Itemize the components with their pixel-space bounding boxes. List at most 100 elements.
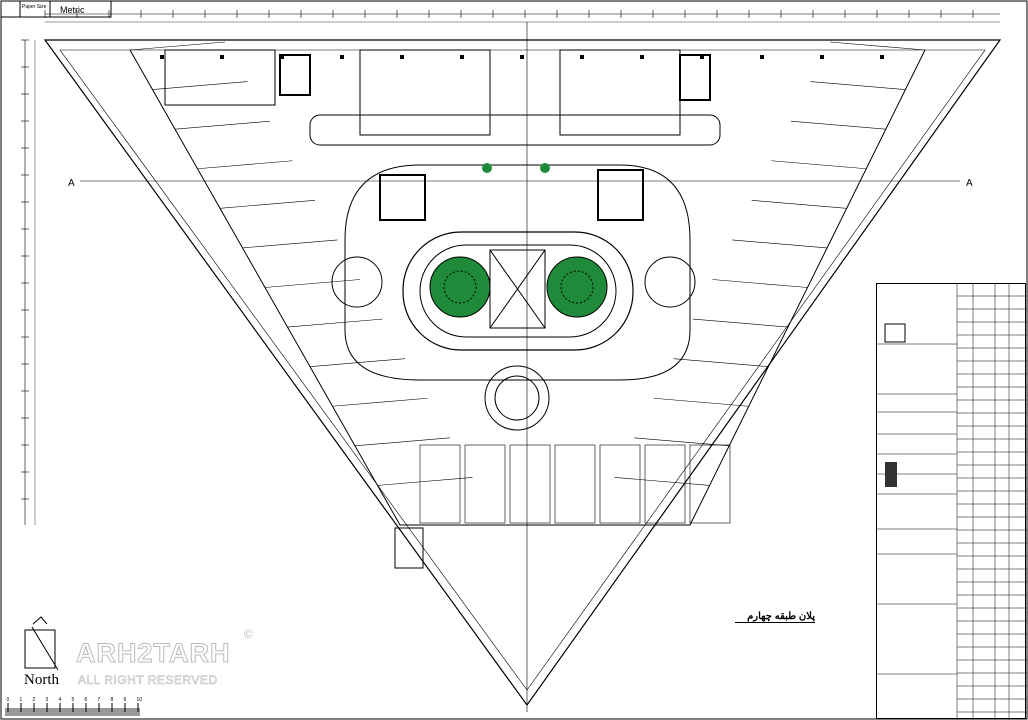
round-lobby-left: [331, 256, 383, 308]
shop-unit: [599, 444, 641, 524]
north-arrow-box: [24, 629, 56, 669]
partition-wall: [197, 160, 293, 170]
partition-wall: [732, 239, 828, 249]
central-void-inner: [419, 244, 617, 338]
scale-tick-label: 5: [72, 697, 75, 703]
column: [460, 55, 464, 59]
atrium-outline: [344, 164, 691, 381]
partition-wall: [712, 279, 808, 288]
partition-wall: [152, 81, 248, 90]
column: [400, 55, 404, 59]
watermark-copyright: ©: [244, 627, 253, 641]
section-marker-right: A: [966, 178, 973, 189]
scale-tick-label: 9: [124, 697, 127, 703]
shop-unit: [464, 444, 506, 524]
column: [340, 55, 344, 59]
inner-outline: [59, 49, 986, 691]
plant: [482, 163, 492, 173]
partition-wall: [264, 279, 361, 288]
partition-wall: [634, 437, 730, 447]
partition-wall: [653, 397, 749, 407]
round-lobby-right: [644, 256, 696, 308]
building-outline: [43, 39, 1002, 707]
shop-unit: [689, 444, 731, 524]
exterior-stair: [394, 527, 424, 569]
stair-core: [379, 174, 426, 221]
room: [559, 49, 681, 136]
partition-wall: [771, 160, 867, 170]
paper-size-label: Paper Size: [22, 4, 47, 10]
partition-wall: [219, 200, 316, 209]
column: [580, 55, 584, 59]
scale-tick-label: 1: [20, 697, 23, 703]
partition-wall: [673, 358, 769, 367]
watermark-logo: ARH2TARH ALL RIGHT RESERVED ©: [62, 628, 262, 696]
title-block-grid: [877, 284, 1027, 720]
column: [640, 55, 644, 59]
header-box: [0, 0, 112, 18]
round-lobby-bottom: [484, 365, 550, 431]
shop-unit: [554, 444, 596, 524]
round-lobby-bottom-inner: [494, 375, 540, 421]
column: [520, 55, 524, 59]
tree-planter-right: [546, 256, 608, 318]
north-label: North: [24, 672, 59, 688]
shop-unit: [509, 444, 551, 524]
partition-wall: [242, 239, 338, 249]
column: [160, 55, 164, 59]
partition-wall: [829, 41, 926, 51]
scale-tick-label: 4: [59, 697, 62, 703]
section-marker-left: A: [68, 178, 75, 189]
partition-wall: [309, 358, 406, 367]
partition-wall: [377, 477, 473, 486]
column: [280, 55, 284, 59]
watermark-brand: ARH2TARH: [76, 638, 231, 669]
plan-title: پلان طبقه چهارم: [735, 611, 815, 623]
corridor: [309, 114, 721, 146]
units-label: Metric: [60, 5, 85, 15]
stair-core: [279, 54, 311, 96]
column: [700, 55, 704, 59]
north-arrow-head: [32, 616, 48, 625]
tree-pattern: [443, 270, 477, 304]
dimension-ticks: [21, 10, 974, 500]
room: [359, 49, 491, 136]
title-block: [876, 283, 1027, 720]
office-logo: [885, 462, 897, 487]
watermark-rights: ALL RIGHT RESERVED: [78, 673, 218, 688]
central-void: [402, 231, 634, 351]
column: [220, 55, 224, 59]
column: [880, 55, 884, 59]
scale-tick-label: 2: [33, 697, 36, 703]
partition-wall: [129, 41, 226, 51]
partition-wall: [751, 200, 847, 209]
stair-core: [679, 54, 711, 101]
column: [820, 55, 824, 59]
partition-wall: [790, 120, 886, 130]
scale-tick-label: 10: [137, 697, 143, 703]
partition-wall: [692, 318, 788, 328]
firm-logo: [884, 323, 906, 343]
partition-wall: [174, 120, 271, 130]
room: [164, 49, 276, 106]
scale-tick-label: 0: [7, 697, 10, 703]
tree-pattern: [560, 270, 594, 304]
column: [760, 55, 764, 59]
scale-tick-label: 6: [85, 697, 88, 703]
partition-wall: [287, 318, 383, 328]
north-arrow-needle: [31, 626, 59, 671]
partition-wall: [810, 81, 906, 90]
scale-tick-label: 8: [111, 697, 114, 703]
shop-unit: [419, 444, 461, 524]
shop-unit: [644, 444, 686, 524]
partition-wall: [332, 397, 428, 407]
tree-planter-left: [429, 256, 491, 318]
stair-core: [597, 169, 644, 221]
plant: [540, 163, 550, 173]
scale-tick-label: 7: [98, 697, 101, 703]
scale-tick-label: 3: [46, 697, 49, 703]
shop-units: [129, 41, 926, 524]
skylight-diagonal: [489, 249, 546, 329]
